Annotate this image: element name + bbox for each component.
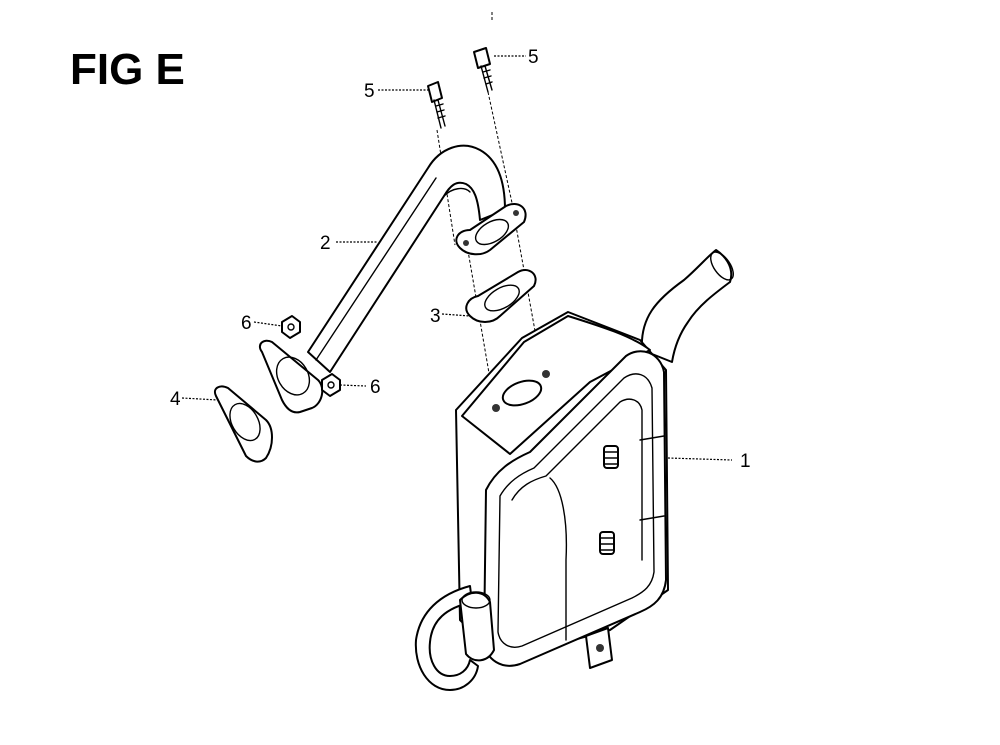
muffler <box>414 249 734 691</box>
callout-1: 1 <box>740 451 751 472</box>
gasket-lower <box>214 385 273 463</box>
bolt-left <box>427 81 446 129</box>
callout-3: 3 <box>430 306 441 327</box>
figure-title: FIG E <box>70 45 185 94</box>
pipe-flange-upper <box>455 203 527 256</box>
callout-6-upper: 6 <box>241 313 252 334</box>
callout-leaders <box>181 55 733 461</box>
bolt-right <box>473 47 493 93</box>
callout-6-lower: 6 <box>370 377 381 398</box>
exhaust-pipe <box>307 144 506 373</box>
callout-5-left: 5 <box>364 81 375 102</box>
callout-2: 2 <box>320 233 331 254</box>
pipe-flange-lower <box>258 339 324 414</box>
nut-lower <box>321 373 341 397</box>
callout-5-right: 5 <box>528 47 539 68</box>
gasket-upper <box>465 268 537 323</box>
callout-4: 4 <box>170 389 181 410</box>
nut-upper <box>281 315 301 339</box>
